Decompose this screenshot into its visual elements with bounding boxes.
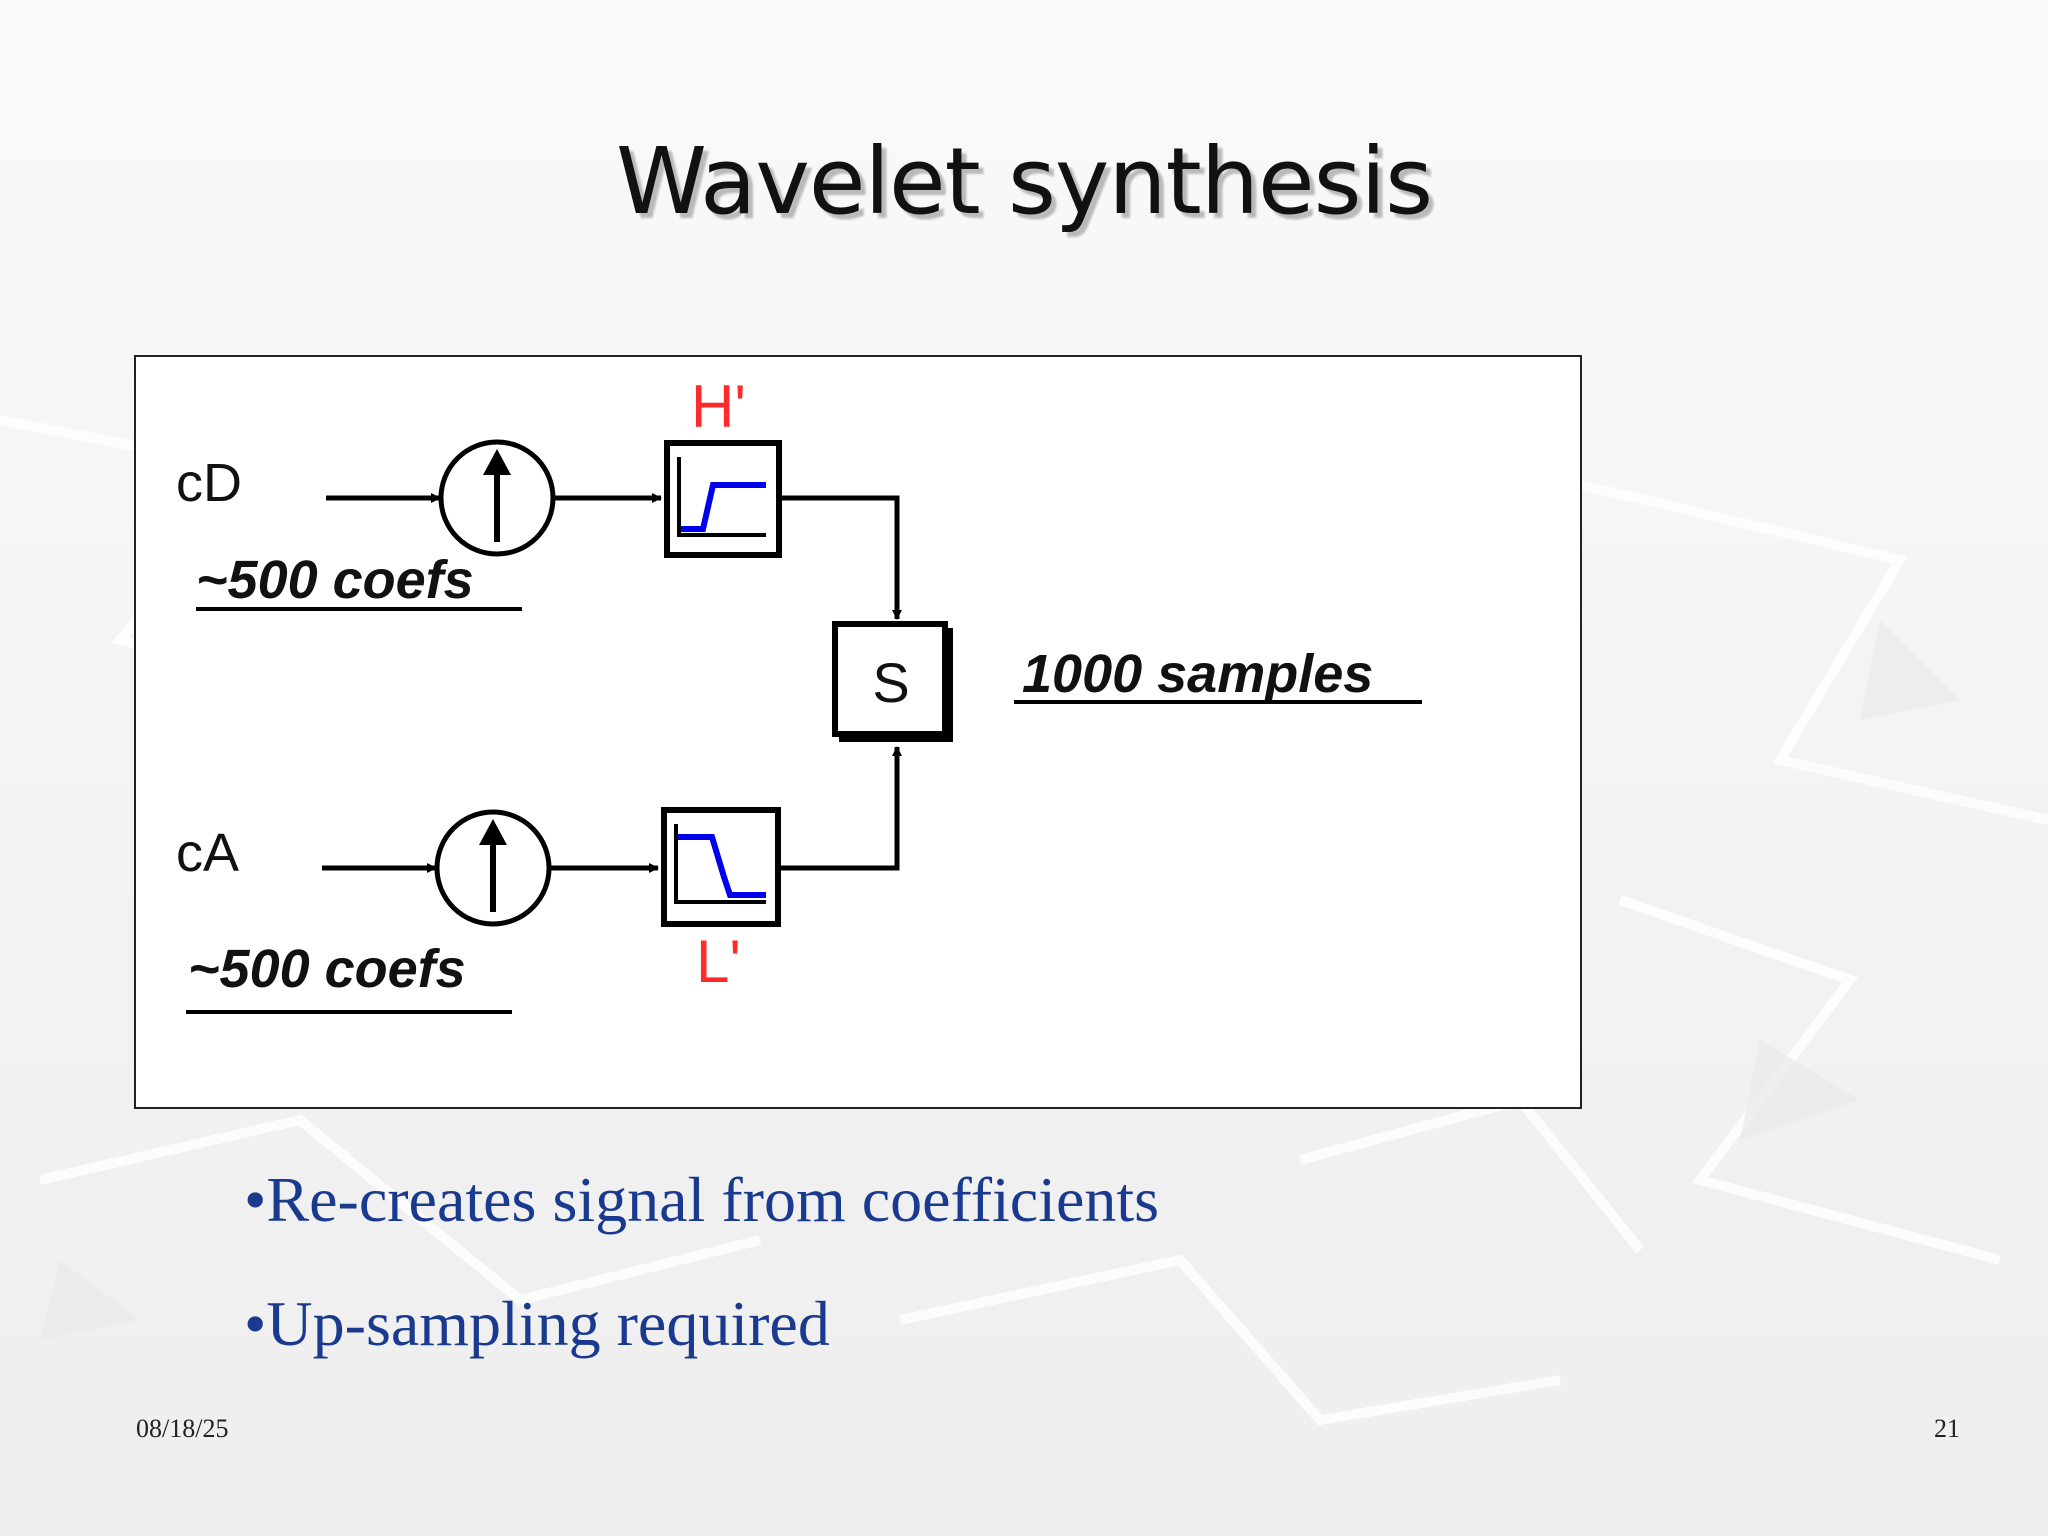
slide-title: Wavelet synthesis (615, 128, 1433, 235)
upsample-icon (438, 439, 556, 557)
sum-label: S (872, 651, 909, 714)
bullet-list: •Re-creates signal from coefficients •Up… (244, 1160, 1159, 1408)
slide-date: 08/18/25 (136, 1414, 229, 1443)
sum-block (832, 621, 953, 742)
bullet-item: •Up-sampling required (244, 1288, 830, 1359)
bullet-item: •Re-creates signal from coefficients (244, 1164, 1160, 1235)
top-input-label: cD (176, 453, 242, 513)
upsample-icon (434, 809, 552, 927)
lowpass-label: L' (696, 928, 741, 995)
top-to-sum-connector (779, 495, 902, 620)
highpass-filter-icon (664, 440, 782, 558)
lowpass-filter-icon (661, 807, 781, 927)
bottom-input-label: cA (176, 823, 239, 883)
slide-number: 21 (1934, 1414, 1960, 1443)
output-label: 1000 samples (1022, 644, 1373, 704)
diagram-canvas: cD ~500 coefs cA ~500 coefs H' S 1000 sa… (176, 373, 1422, 1014)
synthesis-diagram: cD ~500 coefs cA ~500 coefs H' S 1000 sa… (134, 355, 1582, 1109)
bottom-count-label: ~500 coefs (188, 939, 466, 999)
top-count-label: ~500 coefs (196, 550, 474, 610)
highpass-label: H' (691, 373, 746, 440)
bottom-to-sum-connector (778, 746, 902, 871)
